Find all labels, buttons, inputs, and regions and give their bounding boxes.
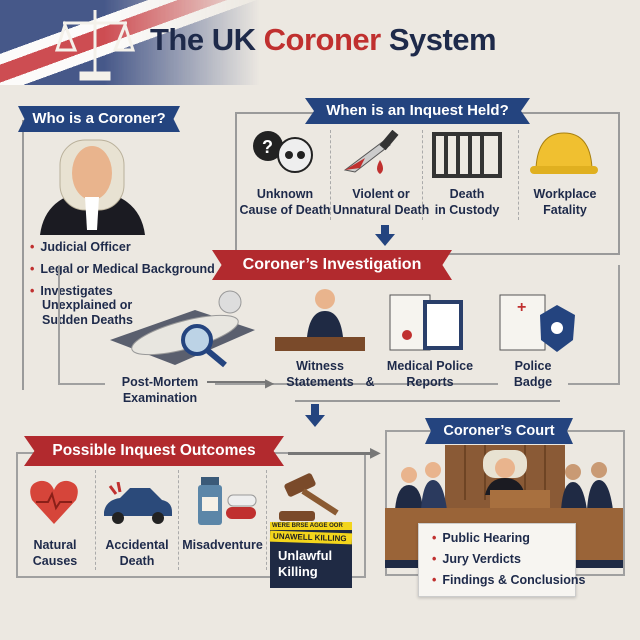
who-bullet-3-sub: Unexplained or Sudden Deaths	[42, 298, 133, 327]
divider	[330, 130, 331, 220]
witness-icon	[275, 289, 365, 351]
crashed-car-icon	[104, 482, 172, 524]
divider	[95, 470, 96, 570]
who-heading: Who is a Coroner?	[18, 106, 180, 132]
who-bullet-2: Legal or Medical Background	[30, 262, 214, 276]
court-bullet-1: Public Hearing	[432, 531, 530, 545]
medicine-pills-icon	[198, 477, 257, 525]
divider	[266, 470, 267, 570]
arrow-stem	[311, 404, 319, 416]
outcomes-heading: Possible Inquest Outcomes	[24, 436, 284, 466]
court-heading: Coroner’s Court	[425, 418, 573, 444]
witness-label: Witness Statements	[286, 359, 354, 389]
court-bullet-3: Findings & Conclusions	[432, 573, 585, 587]
scales-of-justice-icon	[55, 10, 135, 81]
skull-question-icon: ?	[253, 131, 313, 173]
ampersand: &	[365, 375, 375, 389]
medical-reports-icon	[389, 294, 463, 351]
prison-bars-icon	[432, 132, 502, 178]
coroner-judge-icon	[40, 139, 145, 235]
arrow-stem	[381, 225, 389, 235]
arrow-down-icon	[305, 415, 325, 427]
svg-text:?: ?	[262, 137, 273, 157]
svg-text:+: +	[517, 299, 526, 316]
divider	[422, 130, 423, 220]
heart-icon	[30, 480, 78, 524]
police-badge-icon: +	[499, 294, 575, 352]
investigation-box	[58, 265, 620, 385]
arrow-line	[207, 381, 267, 383]
knife-icon	[343, 130, 399, 174]
divider-line	[295, 400, 560, 402]
divider	[518, 130, 519, 220]
unlawful-killing-card: WERE BRSE AGGE OOR UNAWELL KILLING Unlaw…	[269, 522, 353, 588]
arrow-down-icon	[375, 234, 395, 246]
court-bullet-2: Jury Verdicts	[432, 552, 521, 566]
who-box-line	[22, 120, 24, 390]
outcome-unlawful-label: Unlawful Killing	[278, 548, 333, 579]
arrow-right-icon: ▶	[370, 444, 381, 460]
divider	[178, 470, 179, 570]
arrow-right-icon: ▶	[265, 376, 275, 390]
investigation-heading: Coroner’s Investigation	[212, 250, 452, 280]
hard-hat-icon	[530, 132, 598, 174]
reports-label: Medical Police Reports	[386, 359, 474, 389]
police-tape: WERE BRSE AGGE OOR	[270, 522, 352, 530]
badge-label: Police Badge	[498, 358, 568, 390]
when-heading: When is an Inquest Held?	[305, 98, 530, 124]
post-mortem-label: Post-Mortem Examination	[105, 374, 215, 406]
outcome-misadventure-label: Misadventure	[182, 538, 263, 552]
gavel-icon	[279, 473, 339, 521]
arrow-line	[288, 452, 373, 455]
who-bullet-1: Judicial Officer	[30, 240, 130, 254]
post-mortem-magnifier-icon	[110, 290, 255, 368]
page-title: The UK Coroner System	[150, 22, 497, 57]
